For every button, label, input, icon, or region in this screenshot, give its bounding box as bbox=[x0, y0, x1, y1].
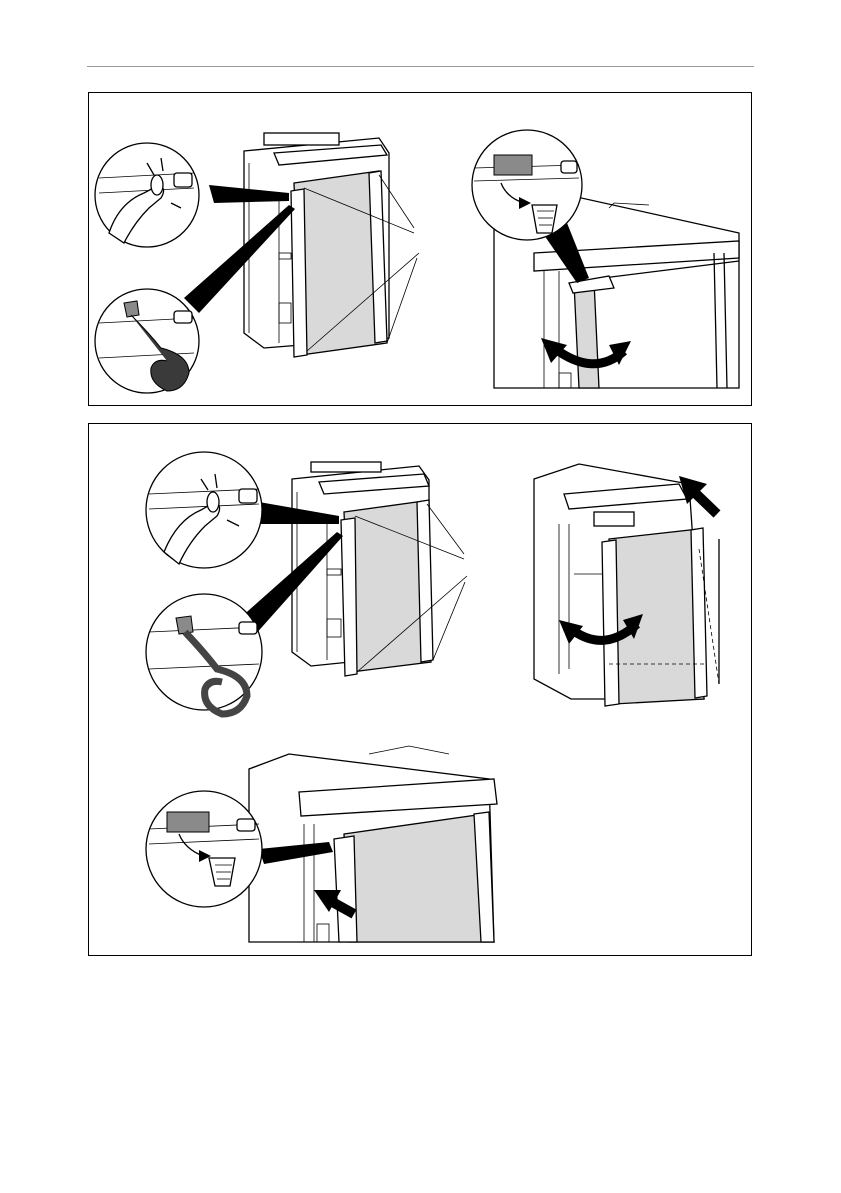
callout-line bbox=[433, 582, 465, 660]
finger-press-icon bbox=[146, 452, 262, 568]
fridge-left-illustration bbox=[244, 133, 389, 357]
tape-roll-icon bbox=[146, 594, 262, 714]
trash-basket-icon bbox=[146, 791, 262, 907]
figure-top-illustration bbox=[89, 93, 752, 406]
callout-line bbox=[387, 258, 417, 343]
tape-roll-icon bbox=[95, 289, 199, 393]
trash-basket-icon bbox=[472, 130, 582, 240]
header-rule bbox=[87, 66, 754, 67]
figure-panel-top bbox=[88, 92, 752, 406]
fridge-reversed-illustration bbox=[534, 464, 719, 706]
figure-bottom-illustration bbox=[89, 424, 752, 956]
figure-panel-bottom bbox=[88, 423, 752, 956]
finger-press-icon bbox=[95, 143, 199, 247]
fridge-bottom-illustration bbox=[249, 746, 497, 942]
